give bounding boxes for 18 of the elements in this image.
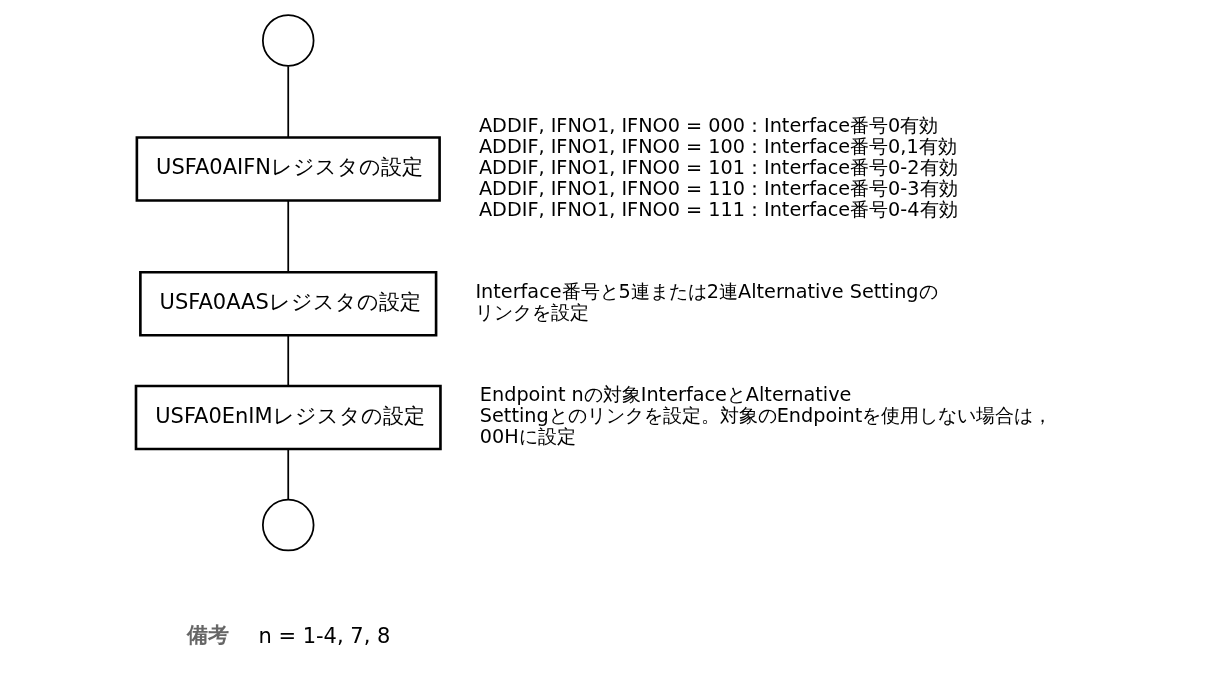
label: n = 1-4, 7, 8 <box>258 624 391 649</box>
node-circle <box>262 498 315 552</box>
node-box: USFA0AASレジスタの設定 <box>139 270 438 337</box>
node-label: Endpoint nの対象InterfaceとAlternative Settingとのリンクを設定。対象のEndpointを使用しない場合は，00Hに設定 <box>479 383 1053 449</box>
connector <box>287 65 290 139</box>
node-label: Interface番号と5連または2連Alternative Settingのリンクを設定 <box>475 280 938 325</box>
node-label: ADDIF, IFNO1, IFNO0 = 100：Interface番号0,1有効 <box>478 134 957 158</box>
node-label: ADDIF, IFNO1, IFNO0 = 000：Interface番号0有効 <box>478 113 939 137</box>
node-circle <box>262 14 315 67</box>
node-label: ADDIF, IFNO1, IFNO0 = 111：Interface番号0-4有効 <box>478 197 958 221</box>
label: 備考 <box>186 622 229 647</box>
connector <box>287 199 290 273</box>
connector <box>287 334 290 387</box>
node-box: USFA0EnIMレジスタの設定 <box>134 384 442 451</box>
node-label: ADDIF, IFNO1, IFNO0 = 110：Interface番号0-3有効 <box>478 176 958 200</box>
connector <box>287 448 290 501</box>
node-label: ADDIF, IFNO1, IFNO0 = 101：Interface番号0-2有効 <box>478 155 958 179</box>
node-box: USFA0AIFNレジスタの設定 <box>135 136 441 202</box>
